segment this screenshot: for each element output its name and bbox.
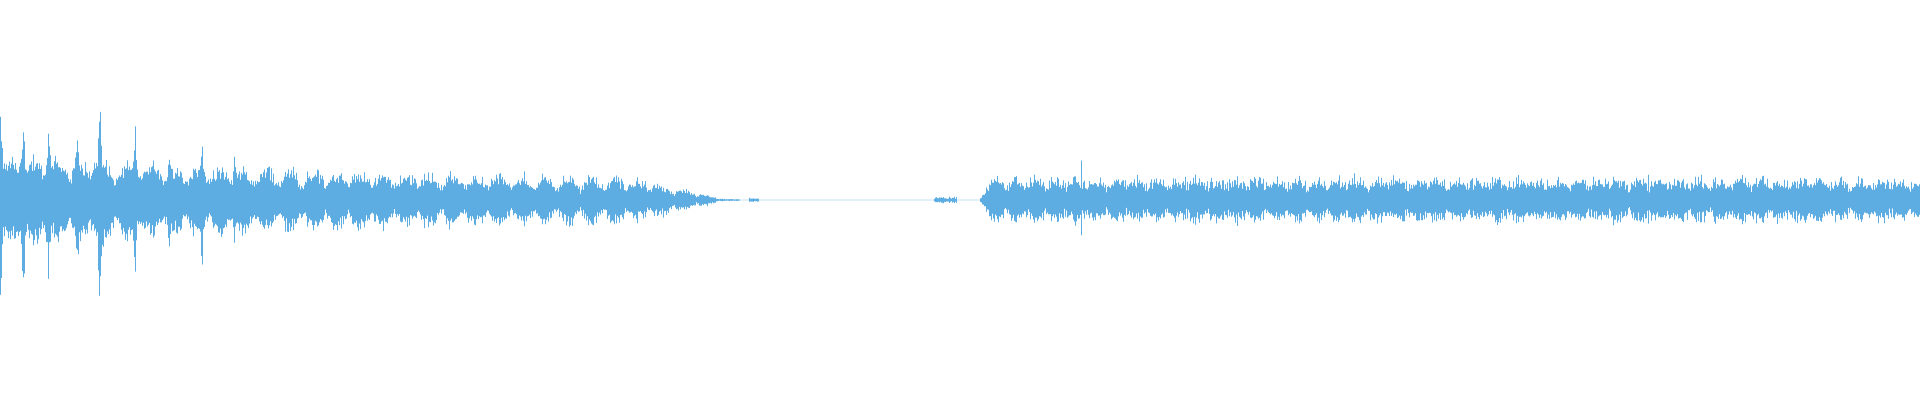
waveform-samples (0, 111, 1920, 296)
waveform-path (0, 111, 1920, 296)
